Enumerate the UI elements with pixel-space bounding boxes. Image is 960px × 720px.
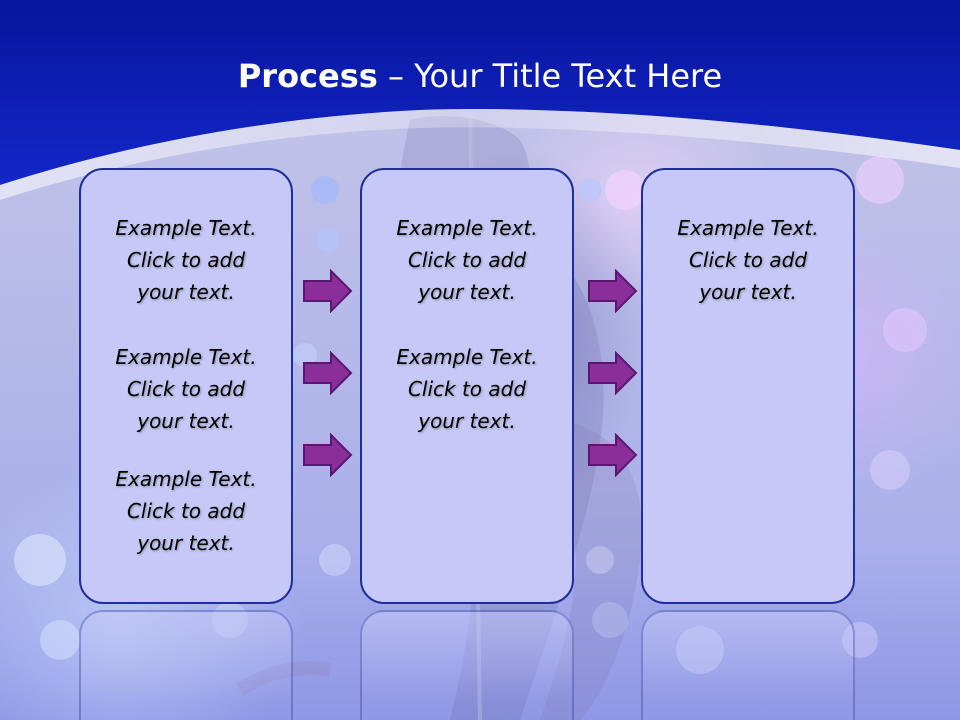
text-line: Click to add bbox=[407, 377, 527, 401]
text-line: Example Text. bbox=[115, 467, 257, 491]
text-line: Click to add bbox=[407, 248, 527, 272]
text-group[interactable]: Example Text. Click to add your text. bbox=[362, 212, 572, 308]
text-group[interactable]: Example Text. Click to add your text. bbox=[81, 341, 291, 437]
right-arrow-icon[interactable] bbox=[303, 351, 353, 395]
text-line: Click to add bbox=[688, 248, 808, 272]
text-line: your text. bbox=[418, 409, 516, 433]
text-line: Example Text. bbox=[115, 216, 257, 240]
text-line: your text. bbox=[418, 280, 516, 304]
text-group[interactable]: Example Text. Click to add your text. bbox=[81, 212, 291, 308]
text-line: your text. bbox=[137, 409, 235, 433]
slide-title[interactable]: Process – Your Title Text Here bbox=[0, 54, 960, 98]
text-line: Example Text. bbox=[396, 216, 538, 240]
text-line: your text. bbox=[137, 531, 235, 555]
title-rest: – Your Title Text Here bbox=[377, 57, 723, 95]
right-arrow-icon[interactable] bbox=[588, 433, 638, 477]
process-box-3[interactable]: Example Text. Click to add your text. bbox=[641, 168, 855, 604]
box-reflection bbox=[79, 610, 293, 720]
text-line: Example Text. bbox=[396, 345, 538, 369]
text-line: your text. bbox=[137, 280, 235, 304]
text-group[interactable]: Example Text. Click to add your text. bbox=[81, 463, 291, 559]
text-line: Example Text. bbox=[115, 345, 257, 369]
text-line: your text. bbox=[699, 280, 797, 304]
process-box-1[interactable]: Example Text. Click to add your text. Ex… bbox=[79, 168, 293, 604]
title-bold: Process bbox=[237, 57, 378, 95]
header-band bbox=[0, 0, 960, 200]
box-reflection bbox=[360, 610, 574, 720]
box-reflection bbox=[641, 610, 855, 720]
right-arrow-icon[interactable] bbox=[303, 269, 353, 313]
text-group[interactable]: Example Text. Click to add your text. bbox=[362, 341, 572, 437]
text-line: Click to add bbox=[126, 499, 246, 523]
text-line: Click to add bbox=[126, 377, 246, 401]
right-arrow-icon[interactable] bbox=[588, 269, 638, 313]
right-arrow-icon[interactable] bbox=[588, 351, 638, 395]
text-line: Example Text. bbox=[677, 216, 819, 240]
text-group[interactable]: Example Text. Click to add your text. bbox=[643, 212, 853, 308]
process-box-2[interactable]: Example Text. Click to add your text. Ex… bbox=[360, 168, 574, 604]
text-line: Click to add bbox=[126, 248, 246, 272]
right-arrow-icon[interactable] bbox=[303, 433, 353, 477]
